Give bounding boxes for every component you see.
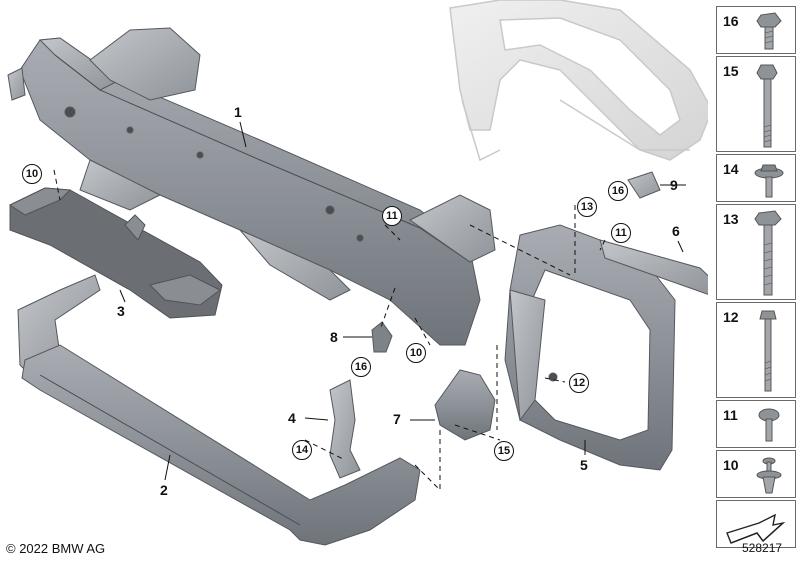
washer-screw-icon bbox=[754, 164, 784, 198]
callout-13[interactable]: 13 bbox=[577, 197, 597, 217]
diagram-drawing bbox=[7, 0, 719, 546]
callout-15[interactable]: 15 bbox=[494, 441, 514, 461]
flange-bolt-icon bbox=[756, 12, 782, 50]
legend-label: 10 bbox=[723, 457, 739, 473]
part-number-4[interactable]: 4 bbox=[288, 410, 296, 426]
part-number-3[interactable]: 3 bbox=[117, 303, 125, 319]
legend-label: 16 bbox=[723, 13, 739, 29]
clip-part-8 bbox=[371, 321, 393, 353]
legend-item-10[interactable]: 10 bbox=[716, 450, 796, 498]
callout-11[interactable]: 11 bbox=[611, 223, 631, 243]
legend-label: 15 bbox=[723, 63, 739, 79]
small-bracket-part-9 bbox=[627, 171, 661, 199]
callout-10[interactable]: 10 bbox=[22, 164, 42, 184]
dashed-assembly-lines bbox=[53, 169, 606, 491]
air-guide-element bbox=[8, 187, 223, 319]
callout-16[interactable]: 16 bbox=[608, 181, 628, 201]
torx-screw-icon bbox=[758, 408, 780, 442]
callout-11[interactable]: 11 bbox=[382, 206, 402, 226]
callout-14[interactable]: 14 bbox=[292, 440, 312, 460]
legend-label: 13 bbox=[723, 211, 739, 227]
legend-label: 12 bbox=[723, 309, 739, 325]
lower-cross-member bbox=[17, 274, 421, 546]
copyright-text: © 2022 BMW AG bbox=[6, 541, 106, 556]
diagram-number: 528217 bbox=[742, 541, 783, 555]
part-number-6[interactable]: 6 bbox=[672, 223, 680, 239]
bracket-part-7 bbox=[434, 369, 496, 441]
leader-lines bbox=[119, 121, 686, 481]
part-number-1[interactable]: 1 bbox=[234, 104, 242, 120]
fastener-legend: 16 15 14 13 12 bbox=[716, 6, 796, 554]
part-number-8[interactable]: 8 bbox=[330, 329, 338, 345]
legend-item-12[interactable]: 12 bbox=[716, 302, 796, 398]
bracket-part-4 bbox=[329, 379, 361, 479]
expansion-rivet-icon bbox=[756, 457, 782, 494]
ghost-front-structure bbox=[449, 0, 713, 162]
exploded-parts-diagram: 1 2 3 4 5 6 7 8 9 10 11 13 16 11 16 10 1… bbox=[7, 0, 719, 546]
legend-item-15[interactable]: 15 bbox=[716, 56, 796, 152]
part-number-5[interactable]: 5 bbox=[580, 457, 588, 473]
radiator-support-frame bbox=[504, 224, 676, 471]
long-hex-bolt-icon bbox=[756, 64, 778, 148]
part-number-2[interactable]: 2 bbox=[160, 482, 168, 498]
part-number-7[interactable]: 7 bbox=[393, 411, 401, 427]
callout-12[interactable]: 12 bbox=[569, 373, 589, 393]
legend-item-16[interactable]: 16 bbox=[716, 6, 796, 54]
legend-label: 11 bbox=[723, 407, 738, 423]
callout-16[interactable]: 16 bbox=[351, 357, 371, 377]
front-direction-arrow-icon bbox=[726, 513, 786, 544]
legend-label: 14 bbox=[723, 161, 739, 177]
legend-item-11[interactable]: 11 bbox=[716, 400, 796, 448]
bumper-carrier-beam bbox=[7, 27, 496, 346]
legend-item-13[interactable]: 13 bbox=[716, 204, 796, 300]
long-screw-icon bbox=[759, 310, 777, 392]
legend-item-14[interactable]: 14 bbox=[716, 154, 796, 202]
flange-bolt-long-icon bbox=[754, 210, 782, 296]
legend-direction-cell bbox=[716, 500, 796, 548]
callout-10[interactable]: 10 bbox=[406, 343, 426, 363]
part-number-9[interactable]: 9 bbox=[670, 177, 678, 193]
